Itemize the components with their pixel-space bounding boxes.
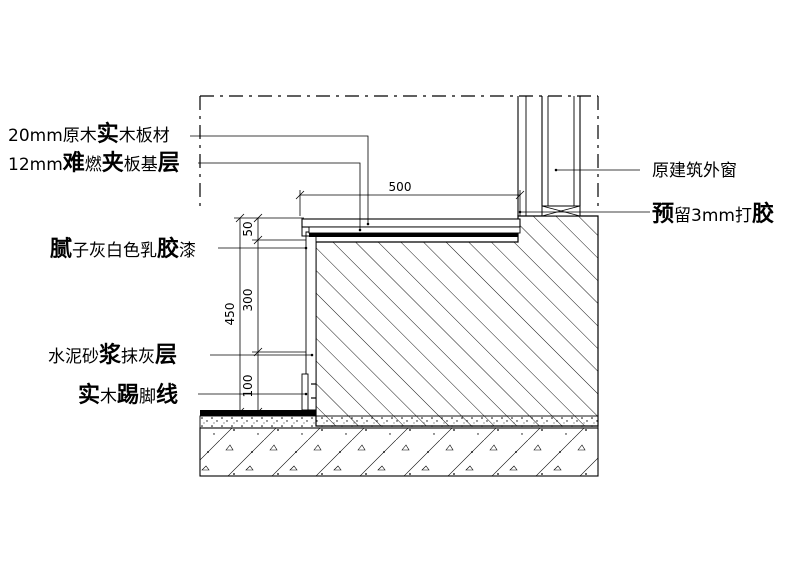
frame-dashed-border	[199, 95, 599, 212]
floor-finish-layer	[200, 410, 316, 416]
exterior-window	[517, 96, 581, 217]
callout-putty-paint: 腻子灰白色乳胶漆	[50, 236, 196, 262]
dim-500: 500	[389, 180, 412, 194]
dim-100: 100	[241, 375, 255, 398]
callout-baseboard: 实木踢脚线	[78, 382, 178, 408]
dim-450: 450	[223, 303, 237, 326]
callout-fire-plywood: 12mm难燃夹板基层	[8, 151, 180, 176]
floor-concrete-slab	[199, 427, 599, 477]
sill-front-edge	[301, 219, 309, 237]
dim-300: 300	[241, 289, 255, 312]
callout-glue-gap: 预留3mm打胶	[652, 201, 774, 227]
floor-mortar-layer	[199, 415, 599, 429]
dim-50: 50	[241, 221, 255, 236]
putty-layer	[309, 233, 518, 237]
callout-exterior-window: 原建筑外窗	[652, 161, 737, 181]
leader-lines	[190, 135, 650, 396]
solid-wood-sill-board	[301, 218, 521, 228]
callout-cement-plaster: 水泥砂浆抹灰层	[48, 342, 177, 368]
baseboard	[301, 373, 316, 411]
wall-hatched-body	[315, 215, 599, 427]
callout-solid-wood-board: 20mm原木实木板材	[8, 121, 170, 147]
plywood-base-layer	[308, 226, 521, 234]
dimension-lines	[234, 190, 525, 417]
